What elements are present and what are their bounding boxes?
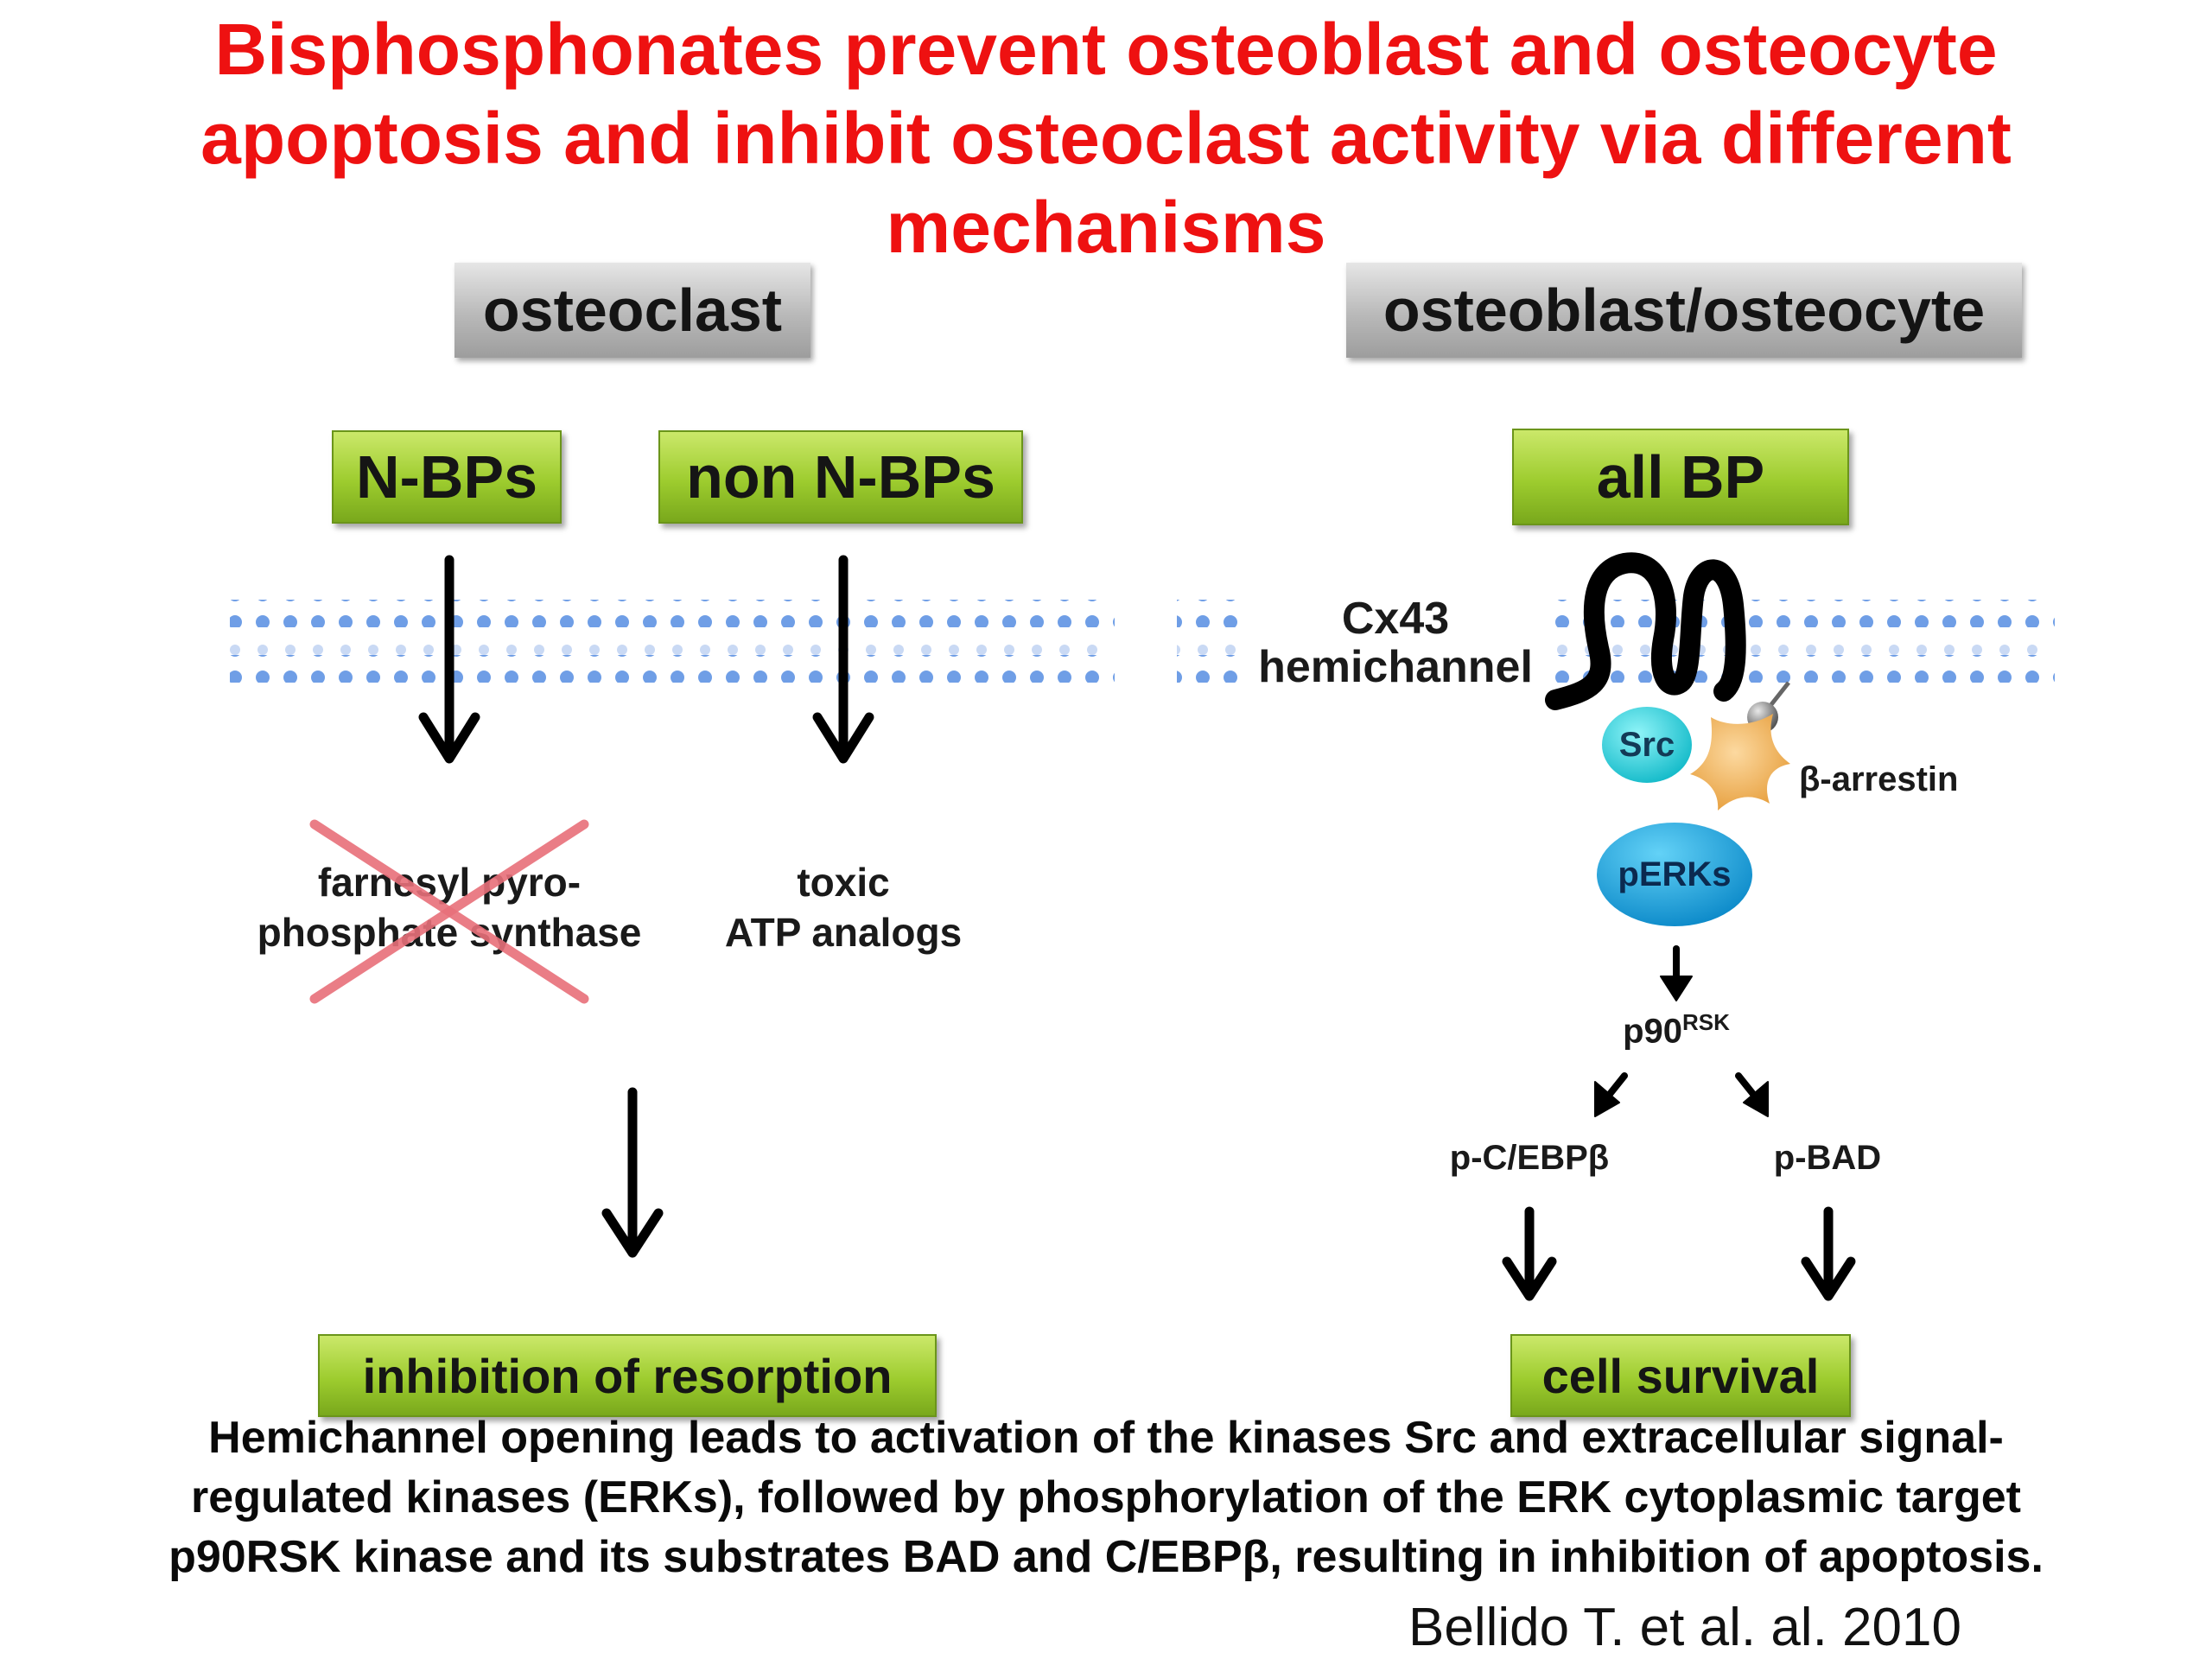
arrow-non-n-bps [812,555,874,764]
cx43-label: Cx43 hemichannel [1244,594,1547,691]
p90rsk-label: p90RSK [1607,1009,1745,1051]
osteoclast-header-label: osteoclast [482,276,783,344]
perks-label: pERKs [1618,855,1732,893]
non-n-bps-label: non N-BPs [686,443,995,511]
n-bps-box: N-BPs [332,430,562,524]
toxic-line-2: ATP analogs [724,910,963,955]
title-line-1: Bisphosphonates prevent osteoblast and o… [214,9,1998,90]
toxic-line-1: toxic [797,860,890,905]
non-n-bps-box: non N-BPs [658,430,1023,524]
toxic-atp-label: toxic ATP analogs [671,857,1016,957]
title-line-3: mechanisms [886,187,1326,268]
cx43-hemichannel-icon [1545,552,1746,710]
pbad-label: p-BAD [1773,1139,1882,1177]
caption-line-1: Hemichannel opening leads to activation … [208,1413,2004,1463]
osteoblast-header: osteoblast/osteocyte [1346,263,2022,358]
arrestin-label: β-arrestin [1799,760,1959,798]
page-title: Bisphosphonates prevent osteoblast and o… [0,5,2212,272]
src-oval [1602,707,1692,783]
caption-line-2: regulated kinases (ERKs), followed by ph… [191,1472,2021,1522]
figure-caption: Hemichannel opening leads to activation … [0,1408,2212,1587]
cell-survival-box: cell survival [1510,1334,1851,1417]
perks-oval [1597,823,1752,926]
p90-base: p90 [1623,1012,1683,1051]
caption-line-3: p90RSK kinase and its substrates BAD and… [168,1532,2044,1582]
arrow-perks-to-p90 [1660,945,1693,1001]
pcebp-label: p-C/EBPβ [1449,1139,1610,1177]
arrow-pcebp-to-survival [1502,1206,1557,1301]
all-bp-box: all BP [1512,429,1849,525]
osteoblast-header-label: osteoblast/osteocyte [1382,276,1986,344]
cx43-line-1: Cx43 [1341,594,1450,644]
cell-survival-label: cell survival [1541,1348,1820,1403]
osteoclast-membrane [230,600,1115,683]
title-line-2: apoptosis and inhibit osteoclast activit… [200,98,2012,179]
inhibition-of-resorption-box: inhibition of resorption [318,1334,937,1417]
arrow-n-bps [418,555,480,764]
citation: Bellido T. et al. al. 2010 [1408,1598,1961,1657]
all-bp-label: all BP [1596,443,1765,511]
cx43-line-2: hemichannel [1258,642,1533,692]
p90-superscript: RSK [1682,1009,1730,1035]
fpps-line-2: phosphate synthase [257,910,642,955]
fpps-label: farnesyl pyro- phosphate synthase [233,857,665,957]
src-label: Src [1618,725,1675,764]
inhibition-of-resorption-label: inhibition of resorption [362,1348,893,1403]
fpps-line-1: farnesyl pyro- [317,860,582,905]
arrow-to-inhibition [601,1087,664,1258]
arrow-p90-to-pbad [1735,1072,1769,1117]
arrestin-shape [1690,714,1790,810]
arrow-pbad-to-survival [1801,1206,1856,1301]
arrow-p90-to-pcebp [1594,1072,1628,1117]
red-x-cross-icon [309,819,589,1004]
osteoclast-header: osteoclast [454,263,810,358]
n-bps-label: N-BPs [355,443,538,511]
